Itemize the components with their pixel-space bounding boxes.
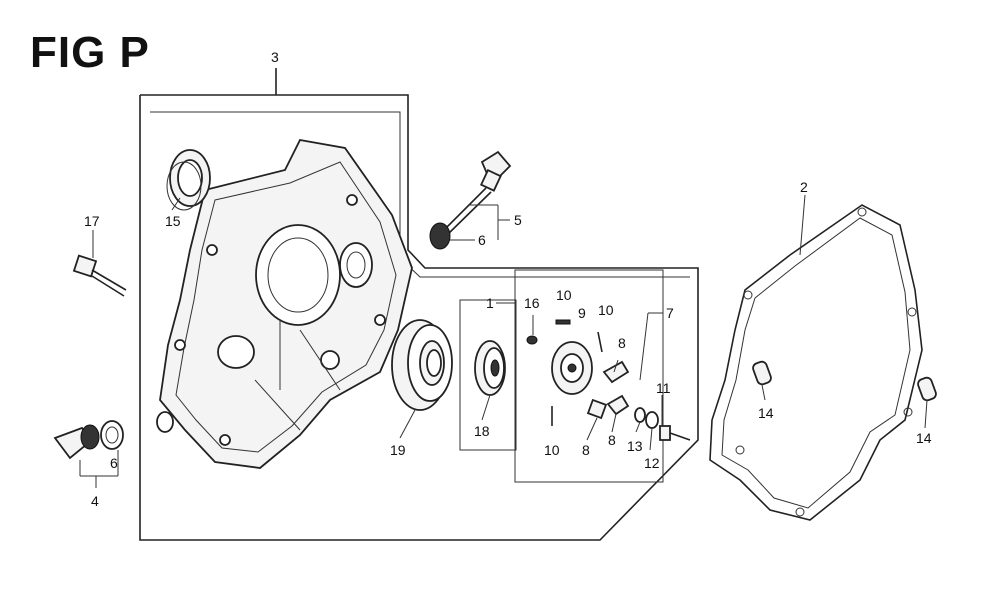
callout-3: 3 <box>271 49 279 65</box>
bearing-18 <box>474 340 506 396</box>
oil-pump-assembly <box>526 319 691 441</box>
callout-6-gauge: 6 <box>478 232 486 248</box>
oil-pump-group-box <box>514 269 664 483</box>
callout-6-cap: 6 <box>110 455 118 471</box>
callout-8-upper: 8 <box>618 335 626 351</box>
oil-seal-15 <box>166 149 211 211</box>
callout-13: 13 <box>627 438 643 454</box>
dowel-pin-right <box>917 376 937 402</box>
callout-18: 18 <box>474 423 490 439</box>
callout-5: 5 <box>514 212 522 228</box>
bearing-group-box <box>459 299 517 451</box>
callout-1: 1 <box>486 295 494 311</box>
callout-19: 19 <box>390 442 406 458</box>
crankcase-gasket <box>709 204 923 521</box>
callout-16: 16 <box>524 295 540 311</box>
callout-17: 17 <box>84 213 100 229</box>
callout-9: 9 <box>578 305 586 321</box>
oil-filler-cap <box>53 411 174 460</box>
callout-4: 4 <box>91 493 99 509</box>
bolt-17 <box>72 254 127 297</box>
dowel-pin-left <box>752 360 772 386</box>
callout-15: 15 <box>165 213 181 229</box>
leader-lines <box>79 194 928 488</box>
oil-level-gauge <box>429 150 512 250</box>
figure-title: FIG P <box>30 28 150 77</box>
callout-10-bottom: 10 <box>544 442 560 458</box>
callout-14-left: 14 <box>758 405 774 421</box>
callout-2: 2 <box>800 179 808 195</box>
crankcase-cover <box>159 138 413 469</box>
callout-10-right: 10 <box>598 302 614 318</box>
callout-12: 12 <box>644 455 660 471</box>
ball-bearing-19 <box>391 319 453 411</box>
callout-8-lower-left: 8 <box>582 442 590 458</box>
callout-11: 11 <box>656 380 671 396</box>
callout-10-top: 10 <box>556 287 572 303</box>
callout-8-lower-right: 8 <box>608 432 616 448</box>
callout-labels: 1 2 3 4 5 6 6 7 8 8 8 9 10 10 10 11 12 1… <box>84 49 932 509</box>
callout-14-right: 14 <box>916 430 932 446</box>
callout-7: 7 <box>666 305 674 321</box>
